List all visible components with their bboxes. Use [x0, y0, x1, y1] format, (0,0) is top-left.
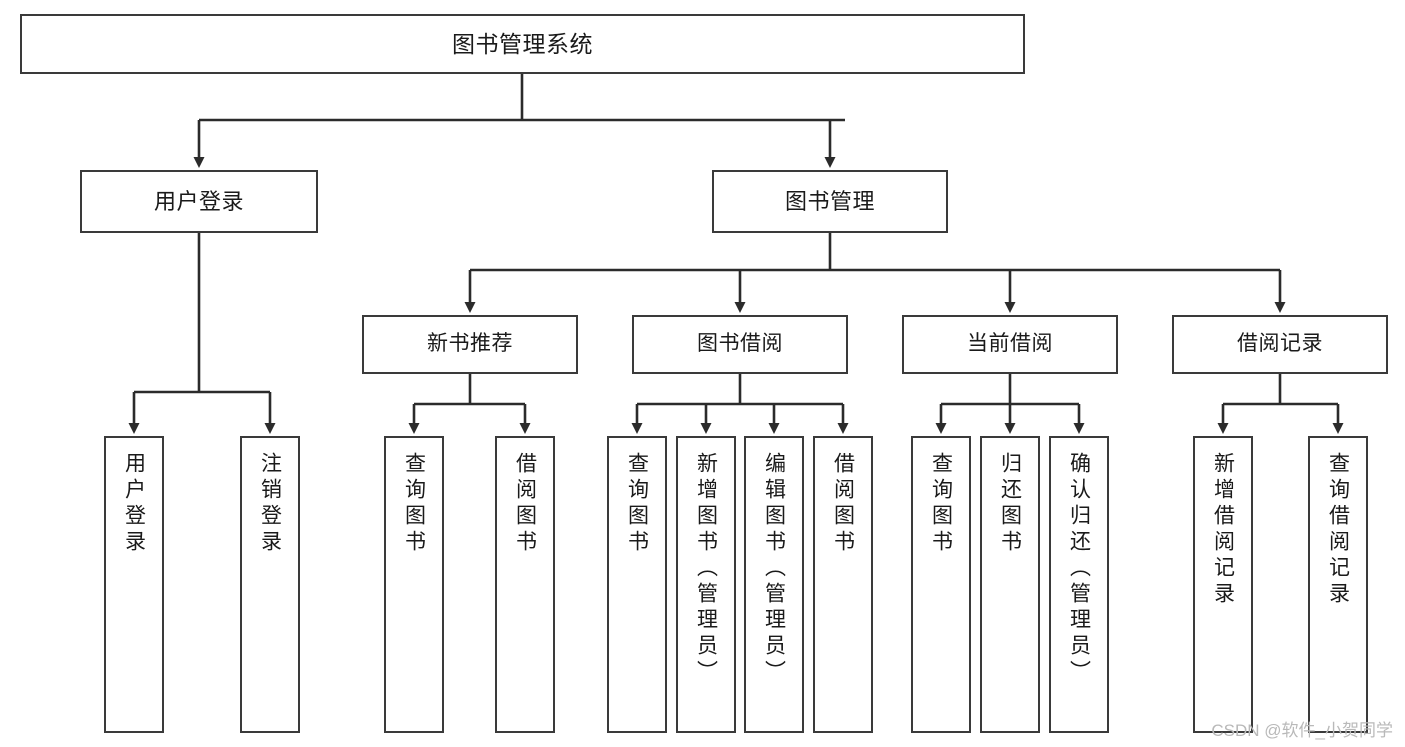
node-root[interactable]: 图书管理系统	[20, 14, 1025, 74]
leaf-current-borrow-2[interactable]: 确认归还（管理员）	[1049, 436, 1109, 733]
leaf-current-borrow-1-label: 归还图书	[998, 452, 1022, 556]
leaf-user-login-1[interactable]: 注销登录	[240, 436, 300, 733]
leaf-current-borrow-0-label: 查询图书	[929, 452, 953, 556]
leaf-user-login-0[interactable]: 用户登录	[104, 436, 164, 733]
leaf-borrow-record-0[interactable]: 新增借阅记录	[1193, 436, 1253, 733]
watermark: CSDN @软件_小贺同学	[1211, 721, 1393, 740]
leaf-book-borrow-3-label: 借阅图书	[831, 452, 855, 556]
node-user-login[interactable]: 用户登录	[80, 170, 318, 233]
leaf-book-borrow-3[interactable]: 借阅图书	[813, 436, 873, 733]
node-borrow-record-label: 借阅记录	[1237, 332, 1323, 356]
leaf-borrow-record-0-label: 新增借阅记录	[1211, 452, 1235, 608]
node-book-manage-label: 图书管理	[784, 188, 875, 214]
node-user-login-label: 用户登录	[153, 188, 244, 214]
leaf-user-login-0-label: 用户登录	[122, 452, 146, 556]
leaf-new-book-1-label: 借阅图书	[513, 452, 537, 556]
node-book-manage[interactable]: 图书管理	[712, 170, 948, 233]
leaf-book-borrow-1[interactable]: 新增图书（管理员）	[676, 436, 736, 733]
leaf-current-borrow-2-label: 确认归还（管理员）	[1067, 452, 1091, 686]
leaf-user-login-1-label: 注销登录	[258, 452, 282, 556]
node-root-label: 图书管理系统	[452, 30, 593, 57]
node-borrow-record[interactable]: 借阅记录	[1172, 315, 1388, 374]
leaf-borrow-record-1[interactable]: 查询借阅记录	[1308, 436, 1368, 733]
leaf-current-borrow-0[interactable]: 查询图书	[911, 436, 971, 733]
node-new-book-recommend-label: 新书推荐	[427, 332, 513, 356]
node-current-borrow-label: 当前借阅	[967, 332, 1053, 356]
node-current-borrow[interactable]: 当前借阅	[902, 315, 1118, 374]
node-book-borrow[interactable]: 图书借阅	[632, 315, 848, 374]
leaf-book-borrow-2-label: 编辑图书（管理员）	[762, 452, 786, 686]
leaf-book-borrow-0-label: 查询图书	[625, 452, 649, 556]
leaf-current-borrow-1[interactable]: 归还图书	[980, 436, 1040, 733]
leaf-book-borrow-0[interactable]: 查询图书	[607, 436, 667, 733]
leaf-book-borrow-2[interactable]: 编辑图书（管理员）	[744, 436, 804, 733]
leaf-new-book-1[interactable]: 借阅图书	[495, 436, 555, 733]
node-book-borrow-label: 图书借阅	[697, 332, 783, 356]
leaf-borrow-record-1-label: 查询借阅记录	[1326, 452, 1350, 608]
node-new-book-recommend[interactable]: 新书推荐	[362, 315, 578, 374]
leaf-new-book-0[interactable]: 查询图书	[384, 436, 444, 733]
leaf-book-borrow-1-label: 新增图书（管理员）	[694, 452, 718, 686]
leaf-new-book-0-label: 查询图书	[402, 452, 426, 556]
